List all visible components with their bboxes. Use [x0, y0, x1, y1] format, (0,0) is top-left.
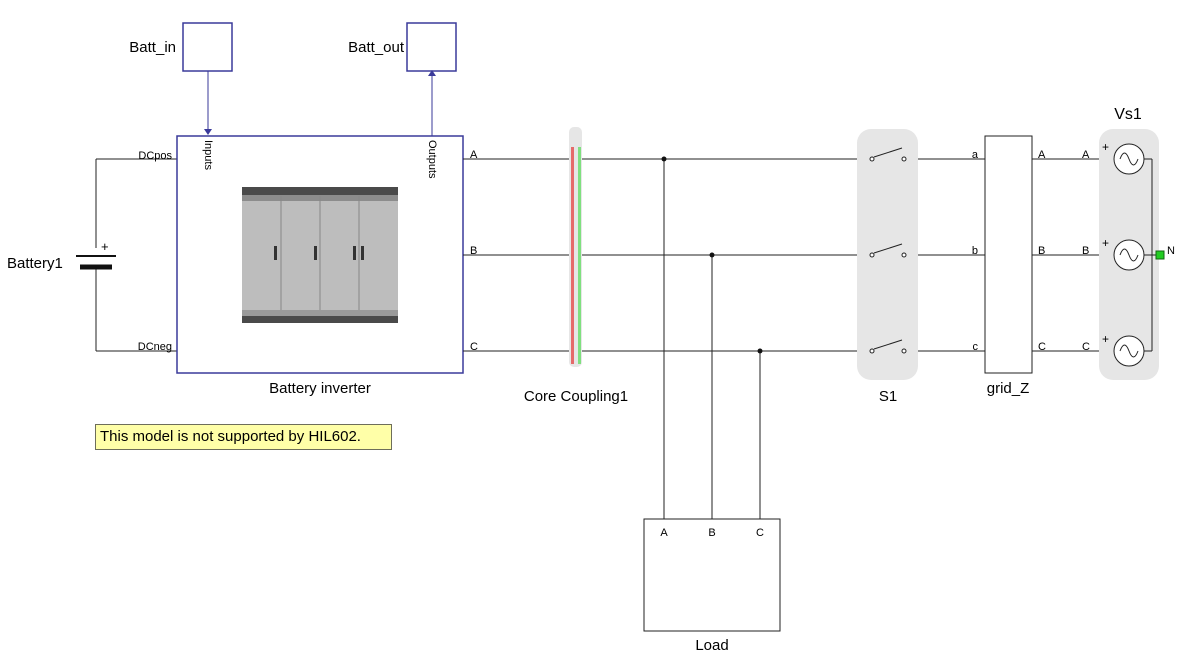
inverter-phase-a: A: [470, 149, 478, 161]
switch-a-contact: [869, 147, 907, 162]
signal-batt-out[interactable]: [428, 70, 436, 136]
switch-b-contact: [869, 243, 907, 258]
battery-component[interactable]: + Battery1: [7, 159, 116, 351]
load-phase-c: C: [756, 527, 764, 539]
source-a-plus: +: [1102, 140, 1109, 154]
load-phase-a: A: [660, 527, 668, 539]
load-block[interactable]: A B C: [643, 518, 781, 632]
inputs-label: Inputs: [202, 140, 214, 170]
source-a-icon: [1113, 143, 1145, 175]
dc-neg-label: DCneg: [138, 341, 172, 353]
vs1-phase-c: C: [1082, 341, 1090, 353]
vs1-label: Vs1: [1114, 106, 1142, 123]
inverter-phase-b: B: [470, 245, 477, 257]
neutral-terminal: [1155, 250, 1165, 260]
inverter-phase-c: C: [470, 341, 478, 353]
inverter-cabinet-image: [242, 187, 398, 323]
load-phase-b: B: [708, 527, 715, 539]
unsupported-model-note: This model is not supported by HIL602.: [95, 424, 392, 450]
grid-z-out-a: A: [1038, 149, 1046, 161]
grid-z-in-a: a: [972, 149, 979, 161]
core-coupling-component[interactable]: [569, 127, 582, 367]
grid-z-out-c: C: [1038, 341, 1046, 353]
junction-dot-a: [661, 156, 667, 162]
switch-c-contact: [869, 339, 907, 354]
source-b-plus: +: [1102, 236, 1109, 250]
switch-s1-component[interactable]: [857, 129, 918, 380]
batt-out-port[interactable]: Batt_out: [348, 22, 457, 72]
battery-label: Battery1: [7, 255, 63, 272]
vs1-phase-a: A: [1082, 149, 1090, 161]
grid-z-label: grid_Z: [987, 380, 1030, 397]
batt-in-label: Batt_in: [129, 39, 176, 56]
source-c-plus: +: [1102, 332, 1109, 346]
load-taps[interactable]: [661, 156, 763, 520]
batt-out-label: Batt_out: [348, 39, 405, 56]
core-coupling-label: Core Coupling1: [524, 388, 628, 405]
batt-in-port[interactable]: Batt_in: [129, 22, 233, 72]
dc-pos-label: DCpos: [138, 150, 172, 162]
outputs-label: Outputs: [426, 140, 438, 179]
load-label: Load: [695, 637, 728, 654]
battery-plus-sign: +: [101, 239, 109, 254]
switch-s1-label: S1: [879, 388, 897, 405]
battery-inverter-block[interactable]: DCpos DCneg Inputs Outputs A B C: [138, 135, 478, 374]
grid-z-out-b: B: [1038, 245, 1045, 257]
voltage-source-vs1[interactable]: + + +: [1099, 129, 1165, 380]
signal-batt-in[interactable]: [204, 71, 212, 135]
grid-z-block[interactable]: a b c A B C: [972, 135, 1046, 374]
source-b-icon: [1113, 239, 1145, 271]
vs1-phase-b: B: [1082, 245, 1089, 257]
grid-z-in-b: b: [972, 245, 978, 257]
junction-dot-c: [757, 348, 763, 354]
junction-dot-b: [709, 252, 715, 258]
source-c-icon: [1113, 335, 1145, 367]
vs1-neutral-label: N: [1167, 245, 1175, 257]
grid-z-in-c: c: [973, 341, 979, 353]
battery-inverter-label: Battery inverter: [269, 380, 371, 397]
